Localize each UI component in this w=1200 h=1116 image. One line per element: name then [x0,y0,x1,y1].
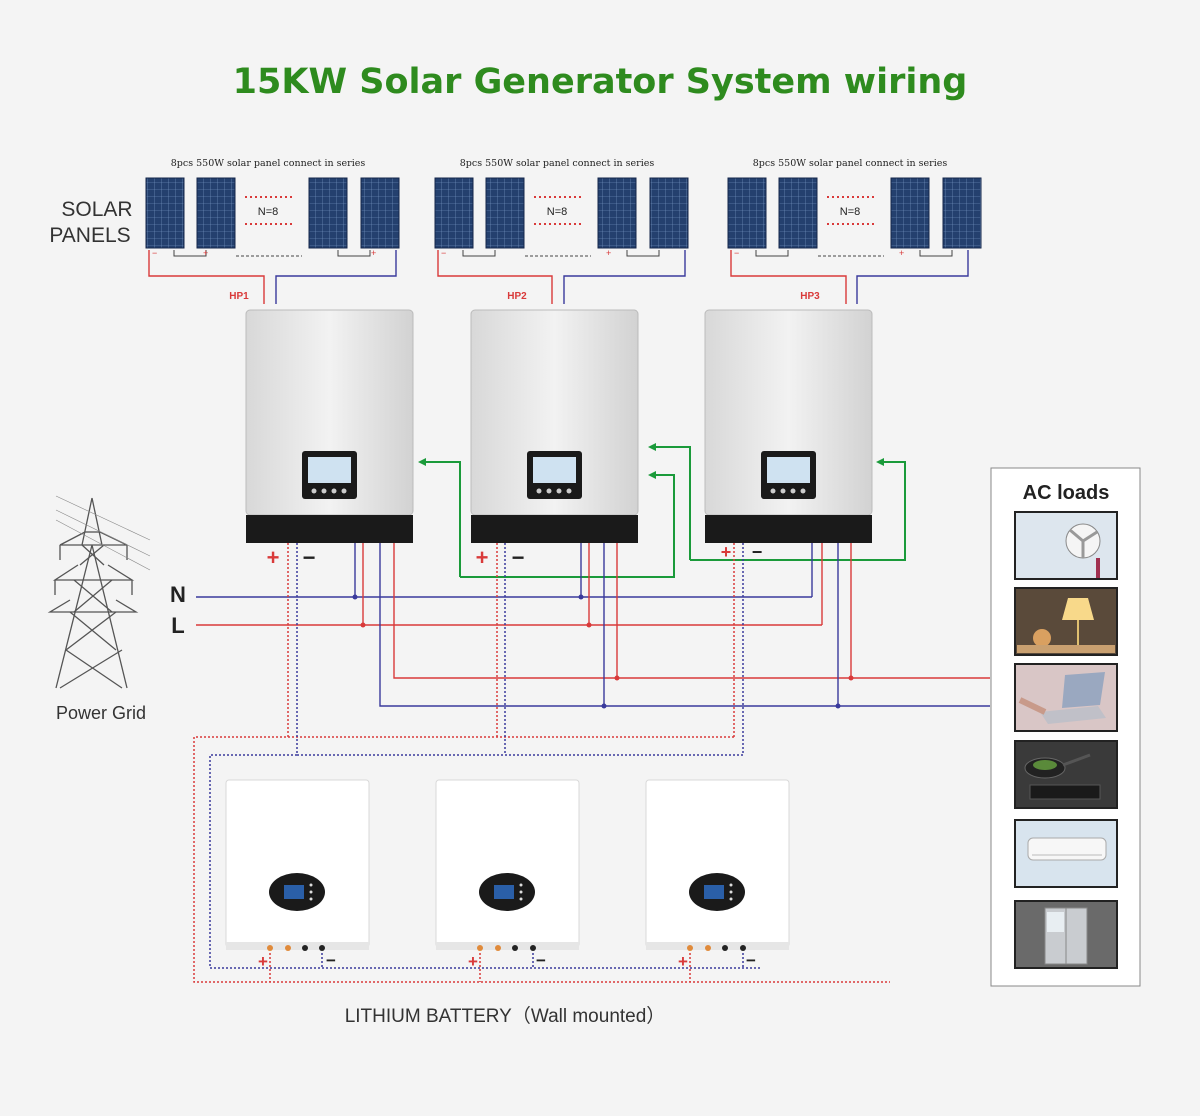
hp-label: HP1 [229,291,249,302]
fan-icon [1014,511,1118,580]
hp-label: HP3 [800,291,820,302]
ac-output-lines [379,543,990,707]
battery-3-plus: + [678,952,688,971]
panel-count: N=8 [840,206,861,218]
solar-array-1: 8pcs 550W solar panel connect in series … [145,158,400,304]
svg-text:−: − [441,248,446,258]
battery-3-minus: − [746,951,756,970]
svg-text:+: + [606,248,611,258]
array-caption: 8pcs 550W solar panel connect in series [460,158,655,169]
battery-label: LITHIUM BATTERY（Wall mounted） [345,1005,666,1027]
grid-lines [196,543,823,626]
inverter-1 [245,309,414,543]
battery-2-minus: − [536,951,546,970]
battery-wiring [193,543,890,983]
svg-text:−: − [152,248,157,258]
inverter-3-plus: + [721,542,732,562]
battery-1-minus: − [326,951,336,970]
stove-icon [1014,740,1118,809]
inverter-2 [470,309,639,543]
panel-count: N=8 [547,206,568,218]
array-caption: 8pcs 550W solar panel connect in series [171,158,366,169]
inverter-2-plus: + [476,545,489,570]
page-title: 15KW Solar Generator System wiring [233,62,968,102]
panel-count: N=8 [258,206,279,218]
power-grid-label: Power Grid [56,703,146,723]
inverter-3-minus: − [752,542,763,562]
solar-panel [434,177,474,249]
svg-text:+: + [899,248,904,258]
battery-3 [645,779,790,951]
hp-label: HP2 [507,291,527,302]
solar-panel [308,177,348,249]
ac-loads-panel: AC loads [990,467,1141,987]
solar-panel [778,177,818,249]
solar-panel [597,177,637,249]
array-caption: 8pcs 550W solar panel connect in series [753,158,948,169]
solar-panel [890,177,930,249]
battery-2 [435,779,580,951]
svg-text:−: − [734,248,739,258]
solar-panel [727,177,767,249]
live-label: L [171,613,184,638]
inverter-2-minus: − [512,545,525,570]
solar-panel [360,177,400,249]
refrigerator-icon [1014,900,1118,969]
inverter-1-minus: − [303,545,316,570]
battery-2-plus: + [468,952,478,971]
svg-text:+: + [371,248,376,258]
neutral-label: N [170,582,186,607]
inverter-1-plus: + [267,545,280,570]
laptop-icon [1014,663,1118,732]
lamp-icon [1014,587,1118,656]
solar-panel [649,177,689,249]
solar-panel [942,177,982,249]
svg-text:+: + [203,248,208,258]
ac-loads-title: AC loads [1023,482,1110,504]
inverter-3 [704,309,873,543]
solar-panel [145,177,185,249]
solar-panel [196,177,236,249]
communication-wiring [418,443,906,578]
solar-array-2: 8pcs 550W solar panel connect in series … [434,158,689,304]
solar-panel [485,177,525,249]
air-conditioner-icon [1014,819,1118,888]
battery-1 [225,779,370,951]
solar-label-line2: PANELS [49,224,130,247]
solar-label-line1: SOLAR [61,198,132,221]
power-tower-icon [47,495,151,689]
battery-1-plus: + [258,952,268,971]
solar-array-3: 8pcs 550W solar panel connect in series … [727,158,982,304]
